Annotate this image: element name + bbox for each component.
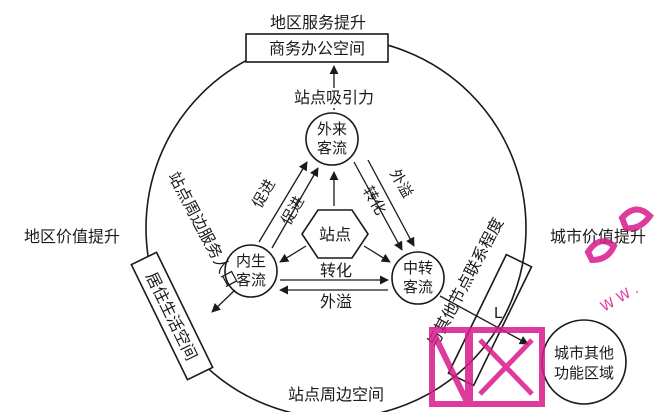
promote-arrow-outer — [258, 161, 308, 243]
transfer-flow-line2: 客流 — [403, 278, 433, 296]
residential-box — [130, 251, 214, 381]
residential-box-group: 居住生活空间 — [130, 251, 214, 381]
external-flow-node — [305, 112, 359, 166]
spill-label-horiz: 外溢 — [320, 292, 352, 311]
city-value-box-group — [447, 253, 533, 387]
watermark-n-diag — [429, 328, 471, 406]
other-area-line2: 功能区域 — [554, 364, 614, 382]
watermark-glyph-1 — [584, 238, 618, 264]
attraction-label: 站点吸引力 — [294, 88, 374, 107]
arrow-L — [439, 295, 529, 345]
watermark-w-marks: W W . — [598, 281, 642, 315]
watermark-square — [467, 327, 545, 407]
internal-flow-line2: 客流 — [236, 271, 266, 289]
transform-label-horiz: 转化 — [320, 261, 352, 280]
business-office-box — [245, 33, 389, 63]
spill-arrow-diag — [367, 159, 415, 247]
station-hexagon — [301, 209, 369, 259]
right-caption: 城市价值提升 — [550, 227, 646, 246]
transfer-flow-line1: 中转 — [403, 259, 433, 277]
promote-arrow-inner — [271, 167, 319, 249]
left-caption: 地区价值提升 — [24, 227, 120, 246]
arrow-to-residential — [211, 289, 236, 313]
watermark-cross — [478, 338, 534, 396]
other-area-node — [541, 319, 627, 405]
promote-label-inner: 促进 — [277, 193, 308, 228]
arrow-L-label: L — [494, 304, 503, 322]
internal-flow-line1: 内生 — [236, 252, 266, 270]
transfer-flow-node — [391, 251, 445, 305]
watermark-glyph-2 — [618, 206, 654, 232]
transform-arrow-diag — [353, 161, 403, 251]
station-to-transfer-arrow — [363, 245, 391, 263]
external-flow-line1: 外来 — [317, 120, 347, 138]
business-office-label: 商务办公空间 — [269, 39, 365, 58]
spill-label-diag: 外溢 — [386, 166, 417, 201]
transform-label-diag: 转化 — [359, 183, 390, 218]
internal-flow-node — [224, 244, 278, 298]
surrounding-space-label: 站点周边空间 — [288, 385, 384, 404]
other-area-line1: 城市其他 — [554, 344, 614, 362]
promote-label-outer: 促进 — [248, 176, 279, 211]
service-population-label: 站点周边服务人口 — [164, 168, 241, 290]
external-flow-line2: 客流 — [317, 139, 347, 157]
station-label: 站点 — [319, 225, 351, 244]
top-caption: 地区服务提升 — [270, 13, 366, 32]
station-to-internal-arrow — [279, 245, 307, 263]
city-value-box — [447, 253, 533, 387]
